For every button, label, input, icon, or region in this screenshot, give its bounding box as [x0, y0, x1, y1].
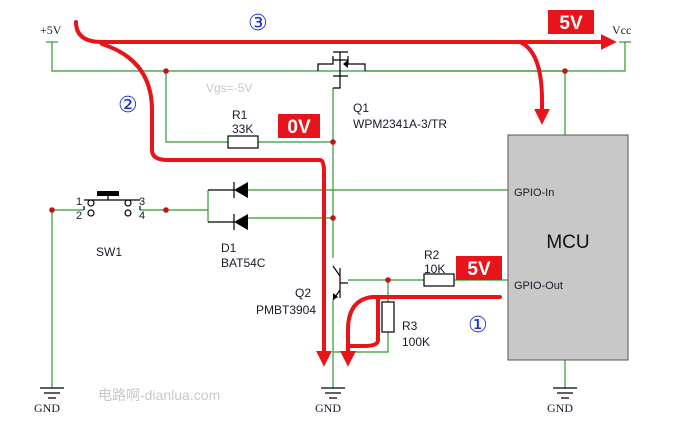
path-number-two: ② [118, 92, 138, 117]
voltage-badge-r1-text: 0V [287, 117, 311, 138]
diode-ref: D1 [221, 241, 237, 255]
mcu-block [507, 134, 629, 361]
path-number-three: ③ [248, 10, 268, 35]
switch-ref: SW1 [96, 245, 122, 259]
r3-ref: R3 [402, 319, 418, 333]
junction-dots [49, 68, 568, 283]
path-one-arrow [340, 295, 502, 367]
voltage-badge-r1: 0V [278, 114, 320, 138]
mosfet-part: WPM2341A-3/TR [353, 117, 447, 131]
mcu-pin-gpio-in: GPIO-In [514, 187, 554, 199]
mcu-pin-gpio-out: GPIO-Out [514, 280, 563, 292]
voltage-badge-r2: 5V [456, 256, 502, 280]
r1-ref: R1 [232, 108, 248, 122]
r2-value: 10K [424, 262, 445, 276]
watermark: 电路啊-dianlua.com [98, 387, 220, 403]
r3-value: 100K [402, 335, 430, 349]
mosfet-q1-symbol [317, 51, 366, 89]
resistor-r2-body [423, 273, 455, 287]
ground-label-left: GND [34, 401, 60, 415]
switch-sw1-symbol [83, 191, 141, 217]
vplus-label: +5V [40, 23, 62, 37]
mosfet-ref: Q1 [353, 101, 369, 115]
mosfet-faded-label: Vgs=-5V [206, 81, 252, 95]
switch-pin-4: 4 [139, 210, 145, 222]
mcu-title: MCU [546, 232, 589, 253]
transistor-ref: Q2 [295, 286, 311, 300]
transistor-q2-symbol [332, 265, 348, 301]
ground-symbol-right [553, 387, 577, 399]
resistor-r1-body [227, 135, 259, 149]
path-one-branch [348, 295, 380, 348]
diode-d1-symbol [208, 182, 248, 230]
ground-symbol-center [321, 387, 345, 399]
resistor-r3-body [381, 301, 395, 333]
switch-pin-3: 3 [139, 196, 145, 208]
ground-label-center: GND [315, 401, 341, 415]
vcc-label: Vcc [612, 23, 631, 37]
transistor-part: PMBT3904 [256, 303, 316, 317]
current-paths [74, 20, 617, 367]
diode-part: BAT54C [221, 256, 266, 270]
r2-ref: R2 [424, 248, 440, 262]
path-two-arrow [100, 42, 332, 367]
switch-pin-1: 1 [76, 196, 82, 208]
path-number-one: ① [468, 312, 488, 337]
switch-pin-2: 2 [76, 210, 82, 222]
path-three-arrow [74, 20, 617, 50]
voltage-badge-r2-text: 5V [467, 259, 491, 280]
r1-value: 33K [232, 122, 253, 136]
ground-symbol-left [40, 387, 64, 399]
voltage-badge-top-text: 5V [559, 13, 583, 34]
ground-label-right: GND [547, 401, 573, 415]
voltage-badge-top: 5V [548, 10, 594, 34]
path-three-branch [518, 40, 550, 125]
